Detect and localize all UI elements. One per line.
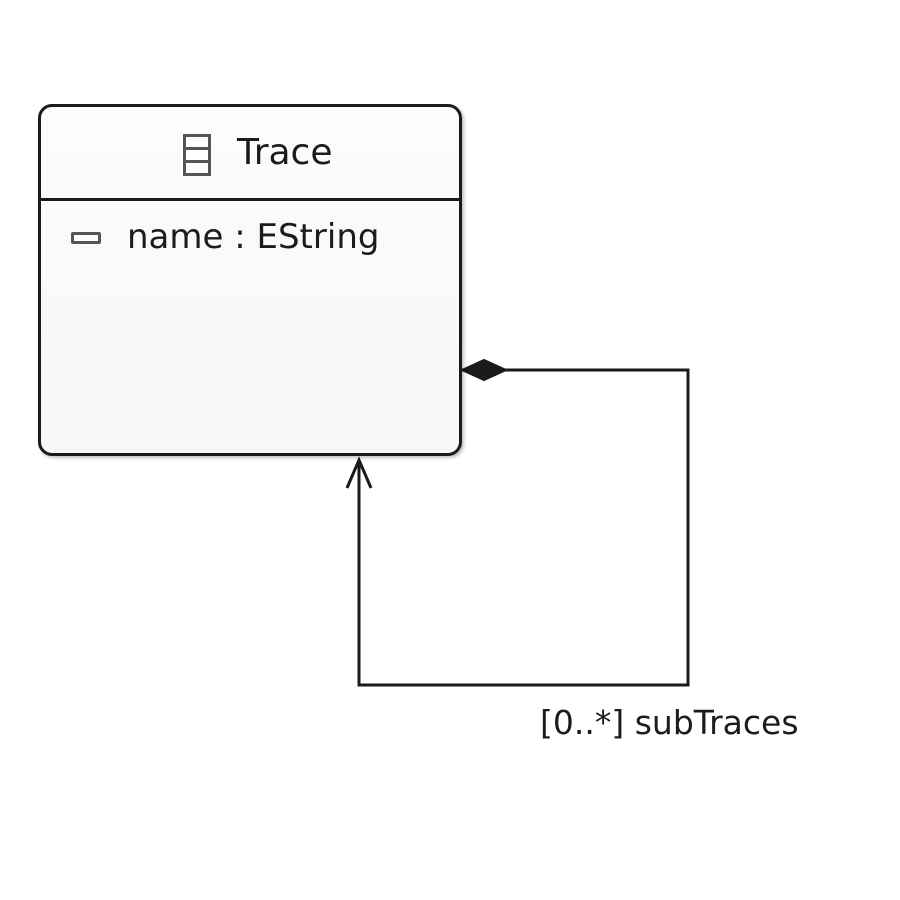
class-node[interactable]: Trace name : EString [38, 104, 462, 456]
class-name: Trace [237, 132, 333, 173]
attribute-label: name : EString [127, 217, 380, 257]
attribute-row[interactable]: name : EString [41, 215, 459, 259]
diamond-icon [459, 358, 509, 382]
class-header[interactable]: Trace [41, 107, 459, 201]
arrowhead-icon [345, 456, 373, 489]
eclass-icon [183, 134, 211, 176]
reference-label[interactable]: [0..*] subTraces [528, 700, 813, 746]
eattribute-icon [71, 232, 101, 244]
